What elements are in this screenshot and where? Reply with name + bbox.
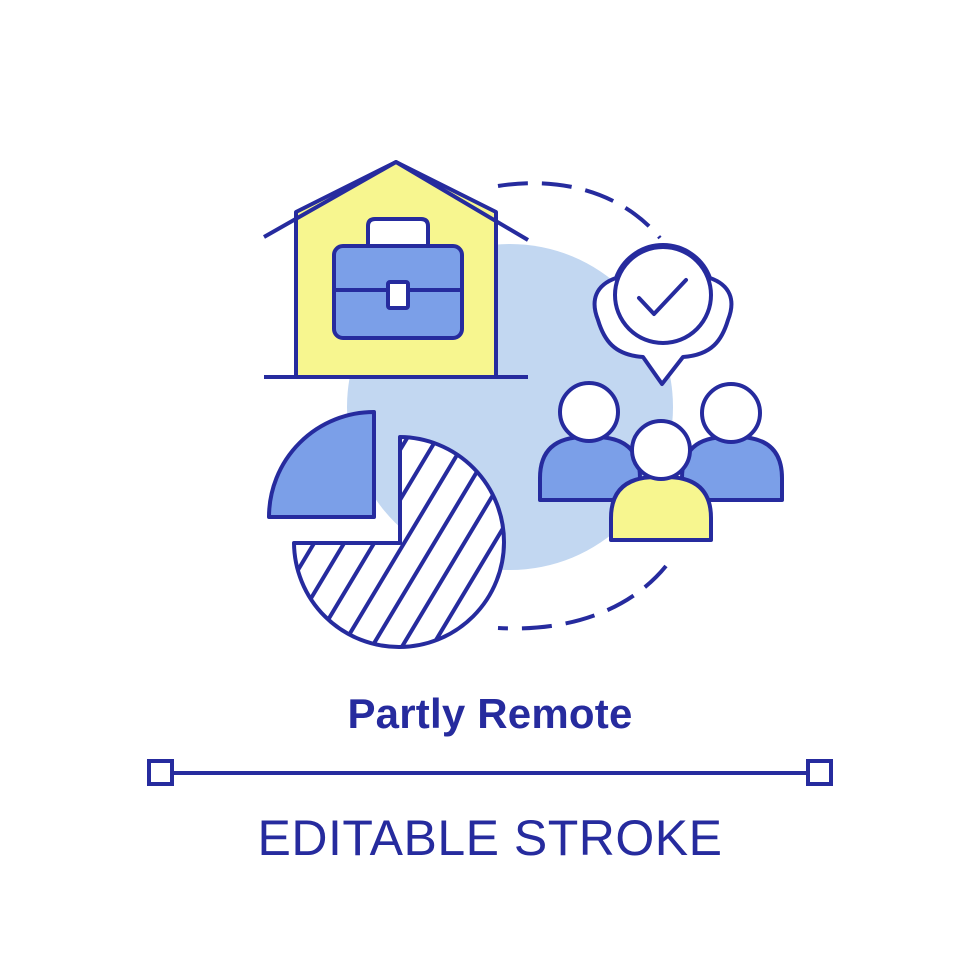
person-left — [538, 381, 642, 502]
subtitle-editable-stroke: EDITABLE STROKE — [257, 810, 723, 866]
page-title: Partly Remote — [347, 690, 633, 737]
pie-slice-detached — [267, 410, 376, 519]
dashed-arc-top — [497, 181, 662, 240]
editable-stroke-line — [147, 759, 833, 786]
checkmark-speech-bubble-icon — [592, 243, 734, 386]
briefcase-icon — [332, 217, 464, 340]
stroke-handle-left — [147, 759, 174, 786]
stroke-handle-right — [806, 759, 833, 786]
dashed-arc-bottom — [497, 564, 668, 631]
person-right — [680, 382, 784, 502]
person-center — [609, 419, 713, 542]
pie-slice-main — [292, 435, 506, 649]
team-people-icon — [538, 381, 784, 542]
pie-chart-icon — [267, 410, 506, 649]
